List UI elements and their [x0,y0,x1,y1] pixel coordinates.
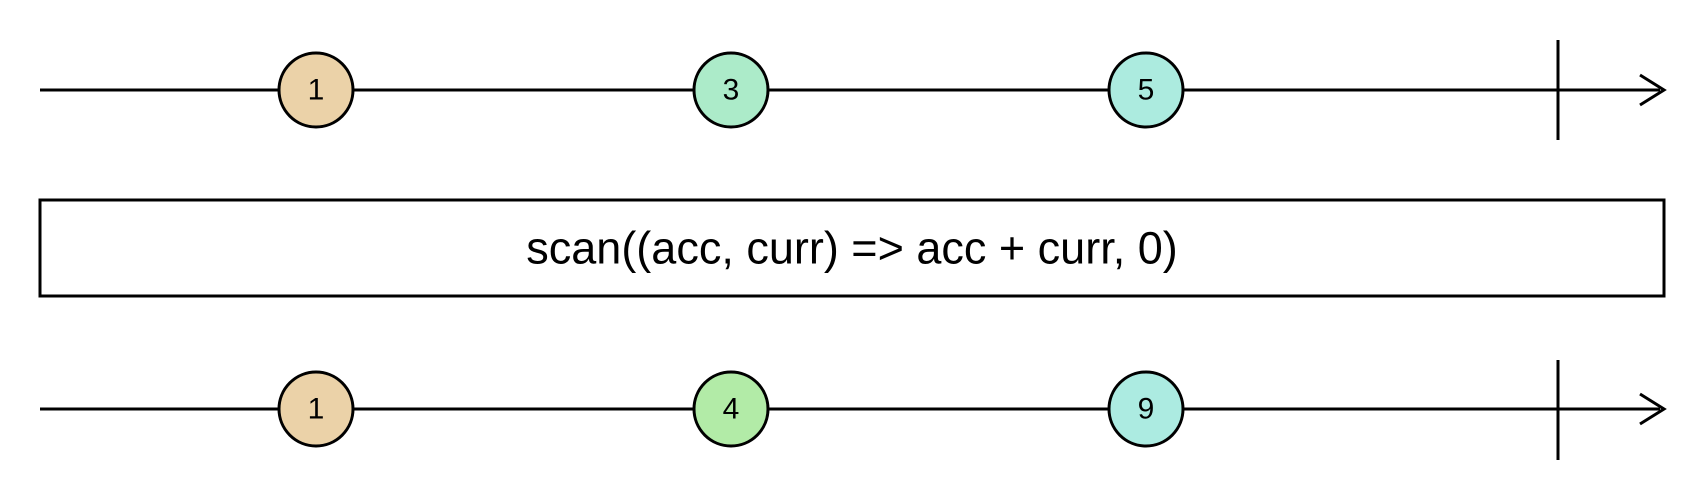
output-marble: 1 [277,370,355,448]
output-timeline: 1 4 9 [40,360,1667,460]
operator-label: scan((acc, curr) => acc + curr, 0) [526,223,1177,274]
output-marble: 4 [692,370,770,448]
input-marble-label: 5 [1138,74,1155,107]
input-timeline: 1 3 5 [40,40,1667,140]
operator-box [38,198,1666,298]
input-marble-label: 3 [723,74,740,107]
input-marble: 5 [1107,51,1185,129]
input-timeline-arrowhead [1639,73,1667,107]
output-marble-label: 9 [1138,393,1155,426]
input-marble: 1 [277,51,355,129]
output-marble-circle [277,370,355,448]
output-marble-label: 1 [308,393,325,426]
output-marble: 9 [1107,370,1185,448]
operator: scan((acc, curr) => acc + curr, 0) [38,198,1666,298]
input-marble: 3 [692,51,770,129]
output-marble-circle [692,370,770,448]
output-marble-label: 4 [723,393,740,426]
input-marble-circle [277,51,355,129]
input-marble-circle [692,51,770,129]
input-marble-label: 1 [308,74,325,107]
output-timeline-arrowhead [1639,392,1667,426]
output-marble-circle [1107,370,1185,448]
input-marble-circle [1107,51,1185,129]
